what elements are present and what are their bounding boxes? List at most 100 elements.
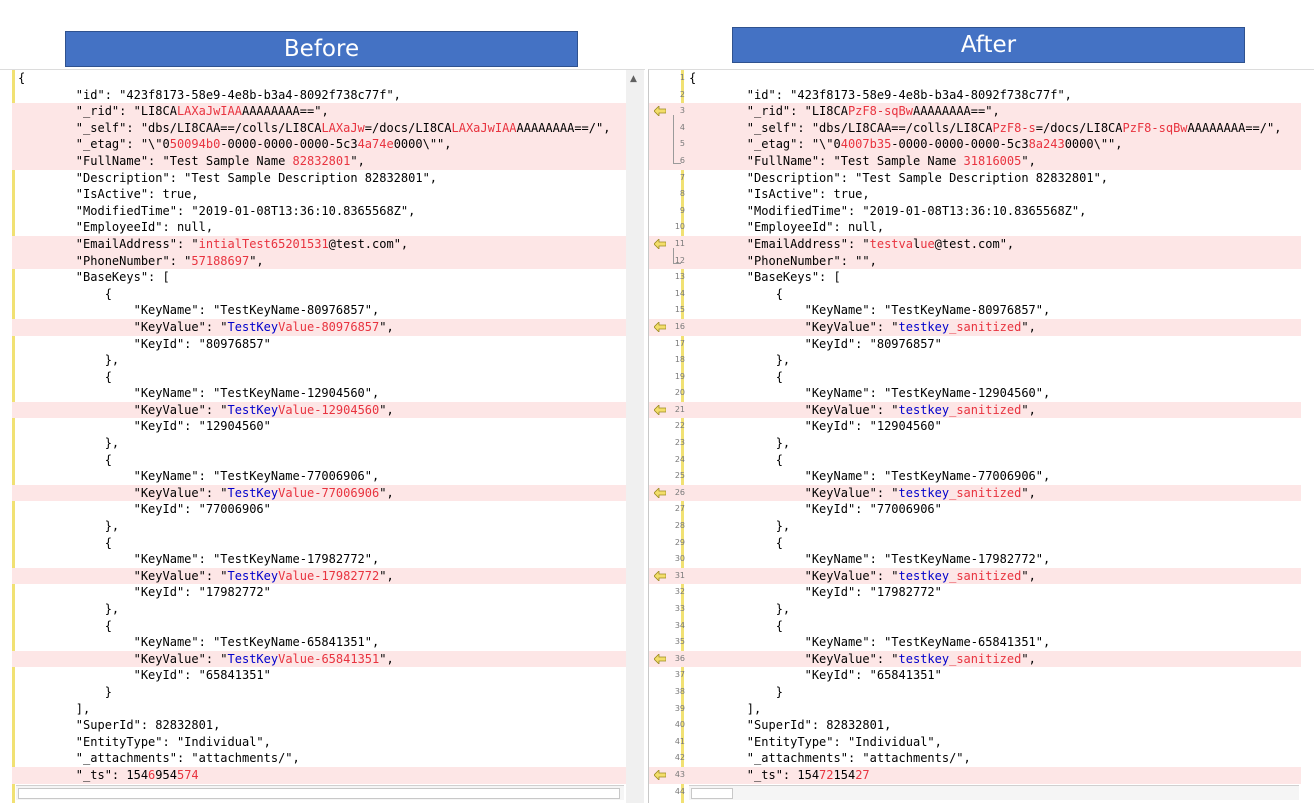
code-line[interactable]: "KeyId": "12904560" [12, 418, 626, 435]
code-line[interactable]: 21 "KeyValue": "testkey_sanitized", [649, 401, 1301, 419]
code-line[interactable]: 30 "KeyName": "TestKeyName-17982772", [649, 551, 1301, 568]
code-line[interactable]: "KeyValue": "TestKeyValue-77006906", [12, 484, 626, 502]
code-line[interactable]: "KeyName": "TestKeyName-77006906", [12, 468, 626, 485]
code-line[interactable]: 12 "PhoneNumber": "", [649, 252, 1301, 270]
vertical-scrollbar[interactable]: ▲ [626, 70, 644, 803]
code-line[interactable]: { [12, 535, 626, 552]
code-line[interactable]: "KeyName": "TestKeyName-65841351", [12, 634, 626, 651]
code-line[interactable]: "KeyName": "TestKeyName-12904560", [12, 385, 626, 402]
code-line[interactable]: 41 "EntityType": "Individual", [649, 734, 1301, 751]
code-line[interactable]: 27 "KeyId": "77006906" [649, 501, 1301, 518]
copy-left-arrow-icon[interactable] [654, 404, 666, 415]
code-line[interactable]: "KeyId": "77006906" [12, 501, 626, 518]
code-line[interactable]: "ModifiedTime": "2019-01-08T13:36:10.836… [12, 203, 626, 220]
code-line[interactable]: "IsActive": true, [12, 186, 626, 203]
code-line[interactable]: 23 }, [649, 435, 1301, 452]
code-line[interactable]: "id": "423f8173-58e9-4e8b-b3a4-8092f738c… [12, 87, 626, 104]
code-line[interactable]: 36 "KeyValue": "testkey_sanitized", [649, 650, 1301, 668]
copy-left-arrow-icon[interactable] [654, 321, 666, 332]
code-line[interactable]: 6 "FullName": "Test Sample Name 31816005… [649, 152, 1301, 170]
code-line[interactable]: "_ts": 1546954574 [12, 766, 626, 784]
code-line[interactable]: 34 { [649, 618, 1301, 635]
code-line[interactable]: 43 "_ts": 1547215427 [649, 766, 1301, 784]
scroll-up-icon[interactable]: ▲ [630, 74, 637, 84]
code-line[interactable]: 17 "KeyId": "80976857" [649, 336, 1301, 353]
code-line[interactable]: 1{ [649, 70, 1301, 87]
code-line[interactable]: 16 "KeyValue": "testkey_sanitized", [649, 318, 1301, 336]
code-line[interactable]: 13 "BaseKeys": [ [649, 269, 1301, 286]
code-line[interactable]: 10 "EmployeeId": null, [649, 219, 1301, 236]
horizontal-scrollbar[interactable] [689, 785, 1299, 800]
code-line[interactable]: 33 }, [649, 601, 1301, 618]
code-line[interactable]: 35 "KeyName": "TestKeyName-65841351", [649, 634, 1301, 651]
code-line[interactable]: 20 "KeyName": "TestKeyName-12904560", [649, 385, 1301, 402]
code-line[interactable]: 28 }, [649, 518, 1301, 535]
code-line[interactable]: 22 "KeyId": "12904560" [649, 418, 1301, 435]
copy-left-arrow-icon[interactable] [654, 106, 666, 117]
code-line[interactable]: { [12, 70, 626, 87]
code-line[interactable]: 19 { [649, 369, 1301, 386]
after-pane[interactable]: 1{2 "id": "423f8173-58e9-4e8b-b3a4-8092f… [648, 69, 1314, 803]
code-line[interactable]: { [12, 452, 626, 469]
code-line[interactable]: "EntityType": "Individual", [12, 734, 626, 751]
code-line[interactable]: 29 { [649, 535, 1301, 552]
code-line[interactable]: "KeyId": "17982772" [12, 584, 626, 601]
scrollbar-thumb[interactable] [691, 788, 733, 799]
code-line[interactable]: 37 "KeyId": "65841351" [649, 667, 1301, 684]
copy-left-arrow-icon[interactable] [654, 570, 666, 581]
code-line[interactable]: 39 ], [649, 701, 1301, 718]
code-line[interactable]: "KeyId": "80976857" [12, 336, 626, 353]
code-line[interactable]: 42 "_attachments": "attachments/", [649, 750, 1301, 767]
code-line[interactable]: 11 "EmailAddress": "testvalue@test.com", [649, 235, 1301, 253]
code-line[interactable]: }, [12, 352, 626, 369]
code-line[interactable]: 5 "_etag": "\"04007b35-0000-0000-0000-5c… [649, 136, 1301, 153]
copy-left-arrow-icon[interactable] [654, 769, 666, 780]
code-line[interactable]: }, [12, 518, 626, 535]
code-line[interactable]: 26 "KeyValue": "testkey_sanitized", [649, 484, 1301, 502]
code-line[interactable]: 4 "_self": "dbs/LI8CAA==/colls/LI8CAPzF8… [649, 119, 1301, 137]
code-line[interactable]: 38 } [649, 684, 1301, 701]
code-line[interactable]: 32 "KeyId": "17982772" [649, 584, 1301, 601]
before-pane[interactable]: { "id": "423f8173-58e9-4e8b-b3a4-8092f73… [0, 69, 645, 803]
code-line[interactable]: } [12, 684, 626, 701]
code-line[interactable]: "PhoneNumber": "57188697", [12, 252, 626, 270]
code-line[interactable]: 18 }, [649, 352, 1301, 369]
code-line[interactable]: 9 "ModifiedTime": "2019-01-08T13:36:10.8… [649, 203, 1301, 220]
code-line[interactable]: "BaseKeys": [ [12, 269, 626, 286]
code-line[interactable]: }, [12, 601, 626, 618]
code-line[interactable]: "_self": "dbs/LI8CAA==/colls/LI8CALAXaJw… [12, 119, 626, 137]
code-line[interactable]: "KeyValue": "TestKeyValue-17982772", [12, 567, 626, 585]
code-line[interactable]: "KeyValue": "TestKeyValue-80976857", [12, 318, 626, 336]
code-line[interactable]: 31 "KeyValue": "testkey_sanitized", [649, 567, 1301, 585]
code-line[interactable]: "KeyName": "TestKeyName-80976857", [12, 302, 626, 319]
code-line[interactable]: 3 "_rid": "LI8CAPzF8-sqBwAAAAAAAA==", [649, 103, 1301, 120]
code-line[interactable]: 24 { [649, 452, 1301, 469]
code-line[interactable]: ], [12, 701, 626, 718]
code-line[interactable]: { [12, 286, 626, 303]
copy-left-arrow-icon[interactable] [654, 238, 666, 249]
scrollbar-thumb[interactable] [18, 788, 620, 799]
code-line[interactable]: "FullName": "Test Sample Name 82832801", [12, 152, 626, 170]
copy-left-arrow-icon[interactable] [654, 653, 666, 664]
code-line[interactable]: 25 "KeyName": "TestKeyName-77006906", [649, 468, 1301, 485]
code-line[interactable]: 2 "id": "423f8173-58e9-4e8b-b3a4-8092f73… [649, 87, 1301, 104]
code-line[interactable]: "Description": "Test Sample Description … [12, 170, 626, 187]
copy-left-arrow-icon[interactable] [654, 487, 666, 498]
code-line[interactable]: 40 "SuperId": 82832801, [649, 717, 1301, 734]
code-line[interactable]: { [12, 369, 626, 386]
code-line[interactable]: }, [12, 435, 626, 452]
code-line[interactable]: "KeyValue": "TestKeyValue-12904560", [12, 401, 626, 419]
code-line[interactable]: { [12, 618, 626, 635]
code-line[interactable]: "EmailAddress": "intialTest65201531@test… [12, 235, 626, 253]
code-line[interactable]: "KeyValue": "TestKeyValue-65841351", [12, 650, 626, 668]
code-line[interactable]: "_attachments": "attachments/", [12, 750, 626, 767]
code-line[interactable]: 7 "Description": "Test Sample Descriptio… [649, 170, 1301, 187]
code-line[interactable]: 8 "IsActive": true, [649, 186, 1301, 203]
code-line[interactable]: "SuperId": 82832801, [12, 717, 626, 734]
code-line[interactable]: "EmployeeId": null, [12, 219, 626, 236]
code-line[interactable]: 15 "KeyName": "TestKeyName-80976857", [649, 302, 1301, 319]
code-line[interactable]: 14 { [649, 286, 1301, 303]
horizontal-scrollbar[interactable] [16, 785, 624, 800]
code-line[interactable]: "_etag": "\"050094b0-0000-0000-0000-5c34… [12, 136, 626, 153]
code-line[interactable]: "KeyId": "65841351" [12, 667, 626, 684]
